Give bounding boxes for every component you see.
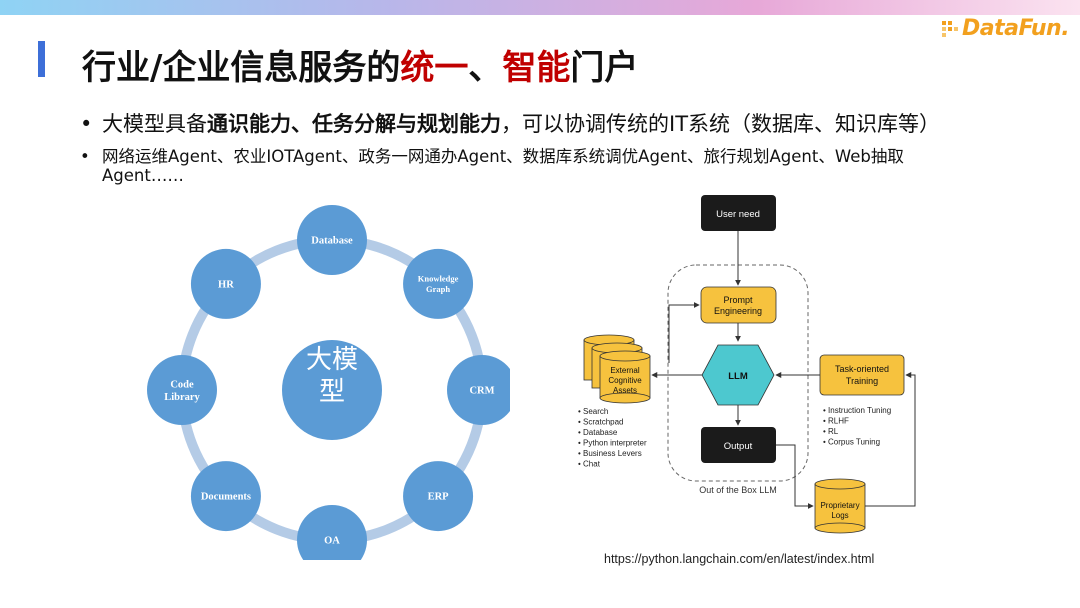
datafun-logo: DataFun. xyxy=(942,16,1070,41)
flow-list-item: • RLHF xyxy=(823,417,849,426)
prompt-label-2: Engineering xyxy=(714,306,762,316)
user-need-label: User need xyxy=(716,209,760,220)
task-training-node xyxy=(819,354,905,396)
arrow-logs-training xyxy=(865,372,916,507)
hub-node-circle xyxy=(297,505,367,560)
logs-label-1: Proprietary xyxy=(820,501,859,510)
bullet-text: 大模型具备 xyxy=(102,112,207,136)
task-label-2: Training xyxy=(846,376,878,386)
flow-list-item: • Python interpreter xyxy=(578,439,647,448)
bullet-agents-line2: Agent…… xyxy=(102,166,184,185)
hub-node-label: Database xyxy=(311,236,353,247)
hub-node-label: Library xyxy=(164,392,200,403)
hub-node-documents: Documents xyxy=(190,461,261,532)
hub-node-crm: CRM xyxy=(447,355,510,425)
prompt-engineering-node xyxy=(700,286,777,324)
external-label-3: Assets xyxy=(613,386,637,395)
hub-node-circle xyxy=(190,461,261,532)
arrow-output-logs xyxy=(776,444,814,509)
hub-node-oa: OA xyxy=(297,505,367,560)
external-label-1: External xyxy=(610,366,640,375)
flow-list-item: • Chat xyxy=(578,460,601,469)
flow-list-item: • Scratchpad xyxy=(578,418,624,427)
logo-text: DataFun. xyxy=(962,16,1070,41)
bullet-capabilities: • 大模型具备通识能力、任务分解与规划能力，可以协调传统的IT系统（数据库、知识库… xyxy=(80,108,940,138)
logs-label-2: Logs xyxy=(831,511,848,520)
external-assets-list: • Search • Scratchpad• Database • Python i… xyxy=(578,407,647,469)
bullet-dot: • xyxy=(80,112,93,136)
title-text: 行业/企业信息服务的 xyxy=(82,48,401,88)
llm-label: LLM xyxy=(728,371,748,382)
source-url: https://python.langchain.com/en/latest/i… xyxy=(604,552,875,566)
flow-list-item: • Instruction Tuning xyxy=(823,406,891,415)
task-training-list: • Instruction Tuning • RLHF• RL • Corpus T… xyxy=(823,406,891,447)
external-assets-node xyxy=(583,334,651,404)
top-gradient-bar xyxy=(0,0,1080,15)
llm-box-label: Out of the Box LLM xyxy=(699,485,777,495)
logo-dots-icon xyxy=(942,21,958,37)
flow-list-item: • RL xyxy=(823,427,839,436)
output-label: Output xyxy=(724,441,753,452)
hub-node-circle xyxy=(147,355,217,425)
arrow-external-prompt xyxy=(668,302,700,363)
hub-node-hr: HR xyxy=(190,248,261,319)
prompt-label-1: Prompt xyxy=(723,295,753,305)
hub-node-label: ERP xyxy=(428,492,450,503)
task-label-1: Task-oriented xyxy=(835,364,889,374)
bullet-dot: • xyxy=(80,147,90,166)
hub-node-label: Knowledge xyxy=(418,274,459,284)
flow-list-item: • Business Levers xyxy=(578,449,642,458)
external-label-2: Cognitive xyxy=(608,376,642,385)
title-separator: 、 xyxy=(468,48,503,88)
hub-node-circle xyxy=(190,248,261,319)
hub-node-circle xyxy=(403,248,474,319)
flow-list-item: • Search xyxy=(578,407,608,416)
langchain-flow-diagram: Out of the Box LLM User need Prompt Engi… xyxy=(578,195,916,534)
hub-node-label: Documents xyxy=(201,492,251,503)
output-node xyxy=(701,427,776,463)
title-highlight-2: 智能 xyxy=(502,48,571,88)
hub-node-label: OA xyxy=(324,536,340,547)
hub-node-label: Code xyxy=(170,379,194,390)
bullet-agents: • 网络运维Agent、农业IOTAgent、政务一网通办Agent、数据库系统调… xyxy=(80,147,990,185)
page-title: 行业/企业信息服务的统一、智能门户 xyxy=(82,40,638,89)
hub-node-circle xyxy=(403,461,474,532)
title-highlight-1: 统一 xyxy=(400,48,469,88)
hub-node-label: HR xyxy=(218,280,234,291)
hub-center-label-1: 大模 xyxy=(306,345,358,374)
flow-list-item: • Corpus Tuning xyxy=(823,438,880,447)
hub-node-circle xyxy=(297,205,367,275)
hub-node-database: Database xyxy=(297,205,367,275)
title-accent-bar xyxy=(38,41,45,77)
title-text-end: 门户 xyxy=(570,48,639,88)
hub-node-erp: ERP xyxy=(403,461,474,532)
bullet-text-suffix: ，可以协调传统的IT系统（数据库、知识库等） xyxy=(501,112,941,136)
bullet-bold-text: 通识能力、任务分解与规划能力 xyxy=(207,112,501,136)
hub-center-label-2: 型 xyxy=(319,377,345,406)
hub-center xyxy=(282,340,382,440)
hub-node-circle xyxy=(447,355,510,425)
hub-node-label: CRM xyxy=(469,386,494,397)
hub-node-label: Graph xyxy=(426,284,450,294)
flow-list-item: • Database xyxy=(578,428,618,437)
bullet-agents-line1: 网络运维Agent、农业IOTAgent、政务一网通办Agent、数据库系统调优… xyxy=(102,147,904,166)
user-need-node xyxy=(701,195,776,231)
